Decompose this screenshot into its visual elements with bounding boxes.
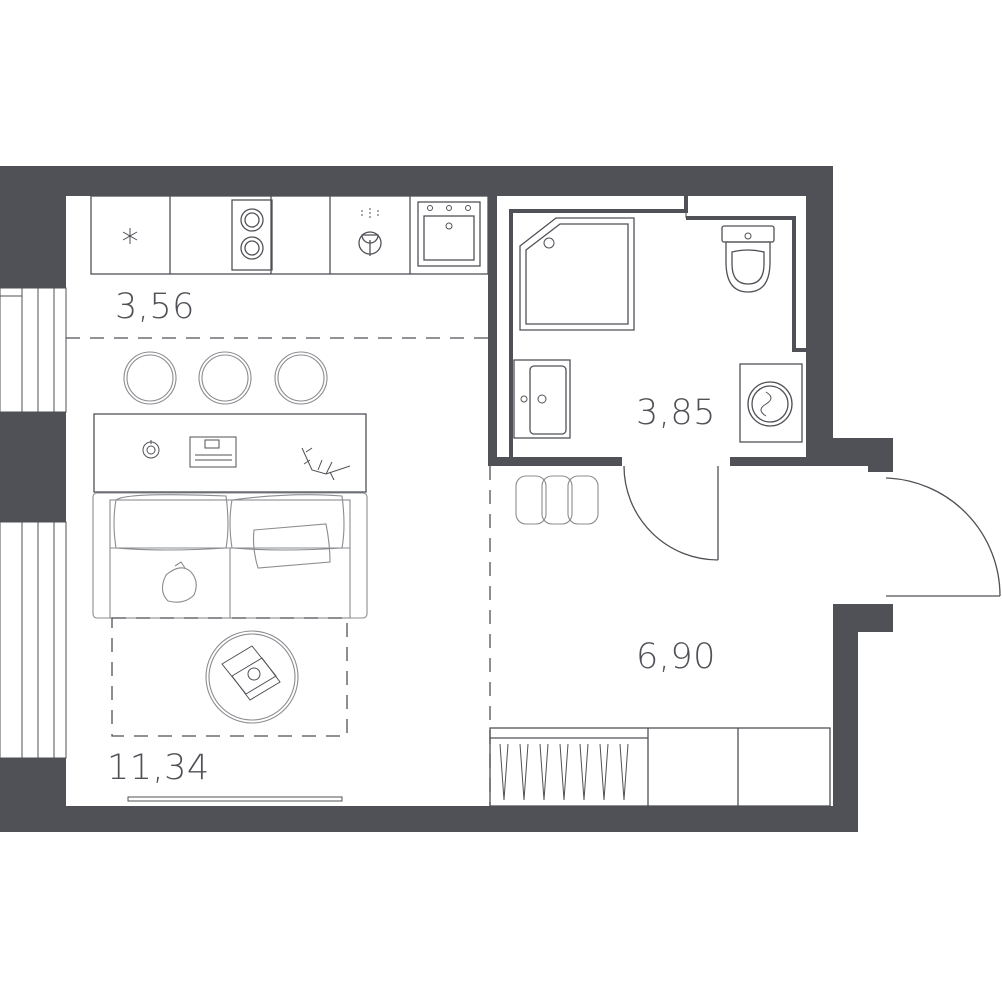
area-kitchen: 3,56 <box>115 287 195 327</box>
rug <box>111 617 348 737</box>
washbasin-icon <box>513 359 571 439</box>
area-living: 11,34 <box>107 748 210 788</box>
washing-machine-icon <box>739 363 803 443</box>
area-hallway: 6,90 <box>636 637 716 677</box>
bar-stool-icon <box>123 351 328 405</box>
tv <box>127 796 343 802</box>
pouf-icon <box>515 475 599 525</box>
cooktop-icon <box>231 199 273 271</box>
area-bathroom: 3,85 <box>636 393 716 433</box>
faucet-icon <box>358 208 382 256</box>
window-lower <box>0 521 67 759</box>
sofa-icon <box>92 492 368 619</box>
wardrobe <box>489 727 831 807</box>
toilet-icon <box>721 225 775 293</box>
entrance-door <box>885 477 1001 597</box>
shower-icon <box>519 217 635 331</box>
bar-counter <box>93 413 367 493</box>
door-swing-icon <box>623 465 719 561</box>
bathroom-walls <box>488 196 806 466</box>
sink-icon <box>417 201 481 267</box>
kitchen-counter <box>90 195 489 275</box>
coffee-table-icon <box>205 630 299 724</box>
outer-walls <box>0 166 893 832</box>
snowflake-icon <box>122 228 138 244</box>
window-upper <box>0 287 67 413</box>
